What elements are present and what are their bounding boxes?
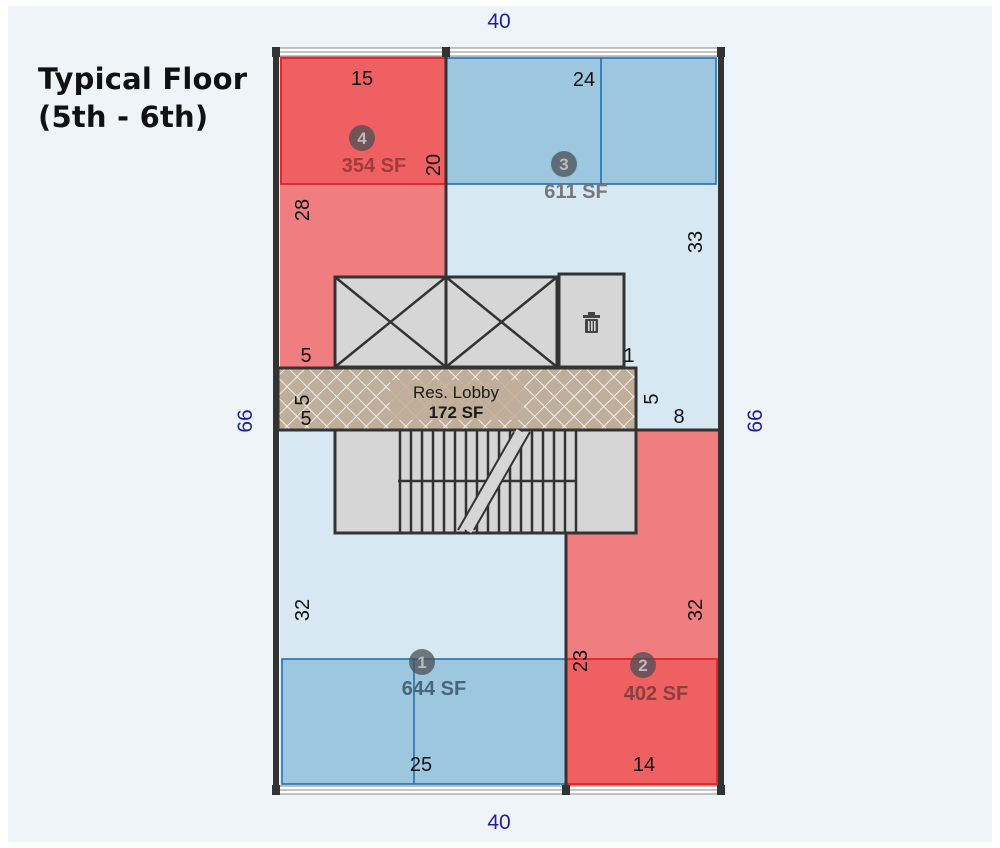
unit-2-room bbox=[565, 658, 718, 785]
unit-badges: 4 3 1 2 bbox=[349, 125, 656, 678]
unit-3-room bbox=[445, 57, 717, 185]
elevator-left-cross bbox=[334, 276, 447, 368]
unit-2-dim-left: 23 bbox=[570, 650, 592, 672]
unit-1-room bbox=[281, 658, 567, 785]
unit-4-room bbox=[280, 57, 447, 185]
elevator-right-cross bbox=[445, 276, 558, 368]
trash-icon bbox=[583, 312, 600, 333]
stair-arrow-edge bbox=[457, 431, 515, 531]
overall-dim-right: 66 bbox=[744, 409, 767, 432]
overall-dim-top: 40 bbox=[487, 10, 510, 33]
core-dim-right-ledge: 8 bbox=[673, 406, 684, 428]
core-dim-left-mid: 5 bbox=[292, 394, 314, 405]
lobby-name: Res. Lobby bbox=[413, 383, 499, 402]
unit-4-dim-top: 15 bbox=[351, 68, 373, 90]
core-dim-left-lower: 5 bbox=[300, 408, 311, 430]
title-line-1: Typical Floor bbox=[38, 62, 248, 96]
stair-treads bbox=[398, 430, 578, 533]
unit-1-number: 1 bbox=[417, 653, 426, 672]
stair-arrow-edge bbox=[473, 431, 531, 531]
page-title: Typical Floor (5th - 6th) bbox=[38, 60, 247, 136]
unit-2-area-label: 402 SF bbox=[624, 683, 688, 705]
unit-4-dim-left: 28 bbox=[292, 199, 314, 221]
stair-arrow bbox=[460, 429, 528, 533]
title-line-2: (5th - 6th) bbox=[38, 100, 209, 134]
lobby-area: 172 SF bbox=[429, 403, 484, 422]
core-dim-right-top: 1 bbox=[623, 345, 634, 367]
unit-2-number: 2 bbox=[638, 656, 647, 675]
unit-4-badge bbox=[349, 125, 375, 151]
window-top bbox=[272, 47, 725, 57]
overall-dim-bottom: 40 bbox=[487, 811, 510, 834]
overall-dim-left: 66 bbox=[234, 409, 257, 432]
unit-3-dim-right: 33 bbox=[685, 231, 707, 253]
unit-1-dim-bottom: 25 bbox=[410, 754, 432, 776]
unit-1-area-label: 644 SF bbox=[402, 678, 466, 700]
lobby-label-bg bbox=[390, 380, 524, 420]
unit-4-area-label: 354 SF bbox=[342, 155, 406, 177]
unit-2-badge bbox=[630, 652, 656, 678]
unit-3-number: 3 bbox=[559, 155, 568, 174]
core-dim-left-upper: 5 bbox=[300, 345, 311, 367]
unit-3-badge bbox=[551, 151, 577, 177]
unit-3-dim-top: 24 bbox=[573, 69, 595, 91]
unit-1-dim-left: 32 bbox=[292, 599, 314, 621]
unit-2-dim-bottom: 14 bbox=[633, 754, 655, 776]
unit-4-number: 4 bbox=[357, 129, 367, 148]
window-bottom bbox=[272, 785, 725, 795]
unit-3-area-label: 611 SF bbox=[544, 181, 607, 203]
unit-2-dim-right: 32 bbox=[685, 599, 707, 621]
core-dim-right-lower: 5 bbox=[641, 393, 663, 404]
unit-1-badge bbox=[409, 649, 435, 675]
unit-4-dim-side: 20 bbox=[423, 154, 445, 176]
